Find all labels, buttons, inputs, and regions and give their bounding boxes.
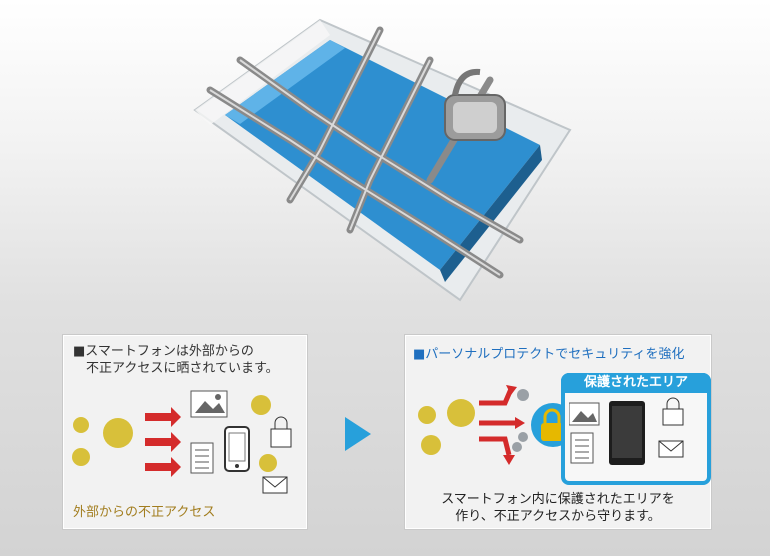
arrow-right-icon	[145, 407, 181, 477]
image-icon	[190, 390, 228, 418]
image-icon	[569, 402, 600, 426]
phone-icon	[609, 401, 645, 465]
virus-icon	[418, 389, 529, 455]
lock-icon	[662, 397, 684, 426]
document-icon	[190, 442, 214, 474]
threat-illustration	[72, 390, 292, 494]
protection-caption: スマートフォン内に保護されたエリアを 作り、不正アクセスから守ります。	[441, 492, 675, 524]
phone-icon	[224, 426, 250, 472]
hero-chained-phone-illustration	[170, 0, 600, 310]
arrow-right-icon	[479, 388, 517, 456]
next-arrow-icon	[345, 417, 371, 451]
protection-panel: ■パーソナルプロテクトでセキュリティを強化 保護されたエリア	[404, 334, 712, 530]
protected-area: 保護されたエリア	[561, 373, 711, 485]
protection-illustration	[418, 385, 561, 465]
padlock-gear-icon	[531, 403, 561, 447]
protected-contents	[569, 397, 684, 465]
lock-icon	[270, 416, 292, 448]
threat-panel: ■スマートフォンは外部からの 不正アクセスに晒されています。	[62, 334, 308, 530]
protected-area-label: 保護されたエリア	[561, 373, 711, 393]
mail-icon	[262, 476, 288, 494]
threat-panel-title: ■スマートフォンは外部からの 不正アクセスに晒されています。	[73, 344, 279, 376]
document-icon	[570, 432, 594, 464]
protection-panel-title: ■パーソナルプロテクトでセキュリティを強化	[413, 347, 685, 362]
mail-icon	[658, 440, 684, 458]
threat-caption: 外部からの不正アクセス	[73, 505, 216, 520]
